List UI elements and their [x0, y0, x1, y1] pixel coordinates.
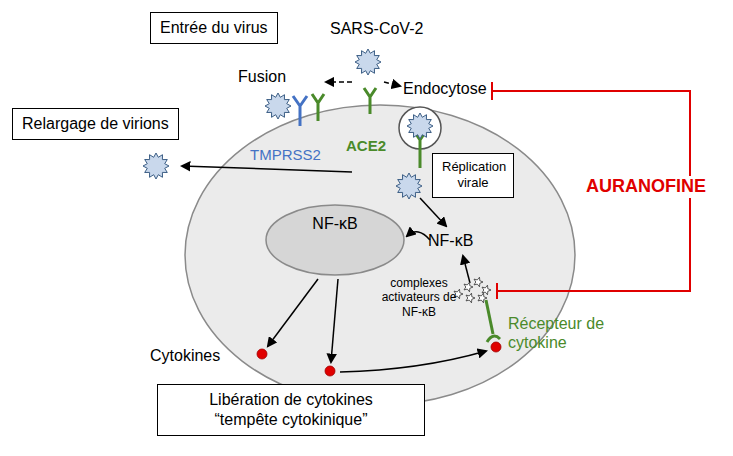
- activator-star: [464, 282, 473, 292]
- cell-body: [185, 105, 575, 405]
- virion-group: [143, 49, 433, 199]
- nfkb-activator-complex: [454, 277, 491, 303]
- activator-star: [478, 293, 487, 303]
- node-text: Libération de cytokines “tempête cytokin…: [186, 390, 396, 430]
- nucleus-outline: [265, 204, 405, 276]
- virus-name: SARS-CoV-2: [330, 19, 423, 38]
- protein-label: ACE2: [346, 137, 386, 155]
- process-box: Réplication virale: [432, 153, 514, 198]
- cytokine-dot: [257, 342, 501, 376]
- complex-label: complexes activateurs de NF-κB: [378, 276, 460, 319]
- process-box: Entrée du virus: [150, 12, 278, 44]
- virion: [265, 93, 291, 119]
- tmprss2-receptor: [293, 96, 307, 126]
- node-text: Relargage de virions: [22, 114, 169, 134]
- process-arrows: [182, 82, 486, 372]
- protein-label: NF-κB: [428, 231, 473, 250]
- protein-label: TMPRSS2: [250, 146, 321, 164]
- node-text: Entrée du virus: [160, 18, 268, 38]
- activator-star: [466, 293, 475, 303]
- process-box: Libération de cytokines “tempête cytokin…: [157, 384, 425, 436]
- nucleus-ellipse: [266, 205, 404, 275]
- process-label: Fusion: [238, 67, 286, 86]
- activator-star: [474, 277, 483, 287]
- virion: [143, 153, 169, 179]
- virion: [396, 173, 422, 199]
- virion: [407, 113, 433, 139]
- process-label: Endocytose: [403, 79, 487, 98]
- nucleus-ellipse: NF-κB: [265, 204, 405, 276]
- drug-label: AURANOFINE: [582, 176, 710, 198]
- cytokine-label: Cytokines: [150, 346, 220, 365]
- node-text: NF-κB: [265, 214, 405, 234]
- process-box: Relargage de virions: [12, 108, 179, 140]
- node-text: Réplication virale: [442, 159, 504, 192]
- virion: [355, 49, 381, 75]
- receptor-label: Récepteur de cytokine: [508, 314, 630, 352]
